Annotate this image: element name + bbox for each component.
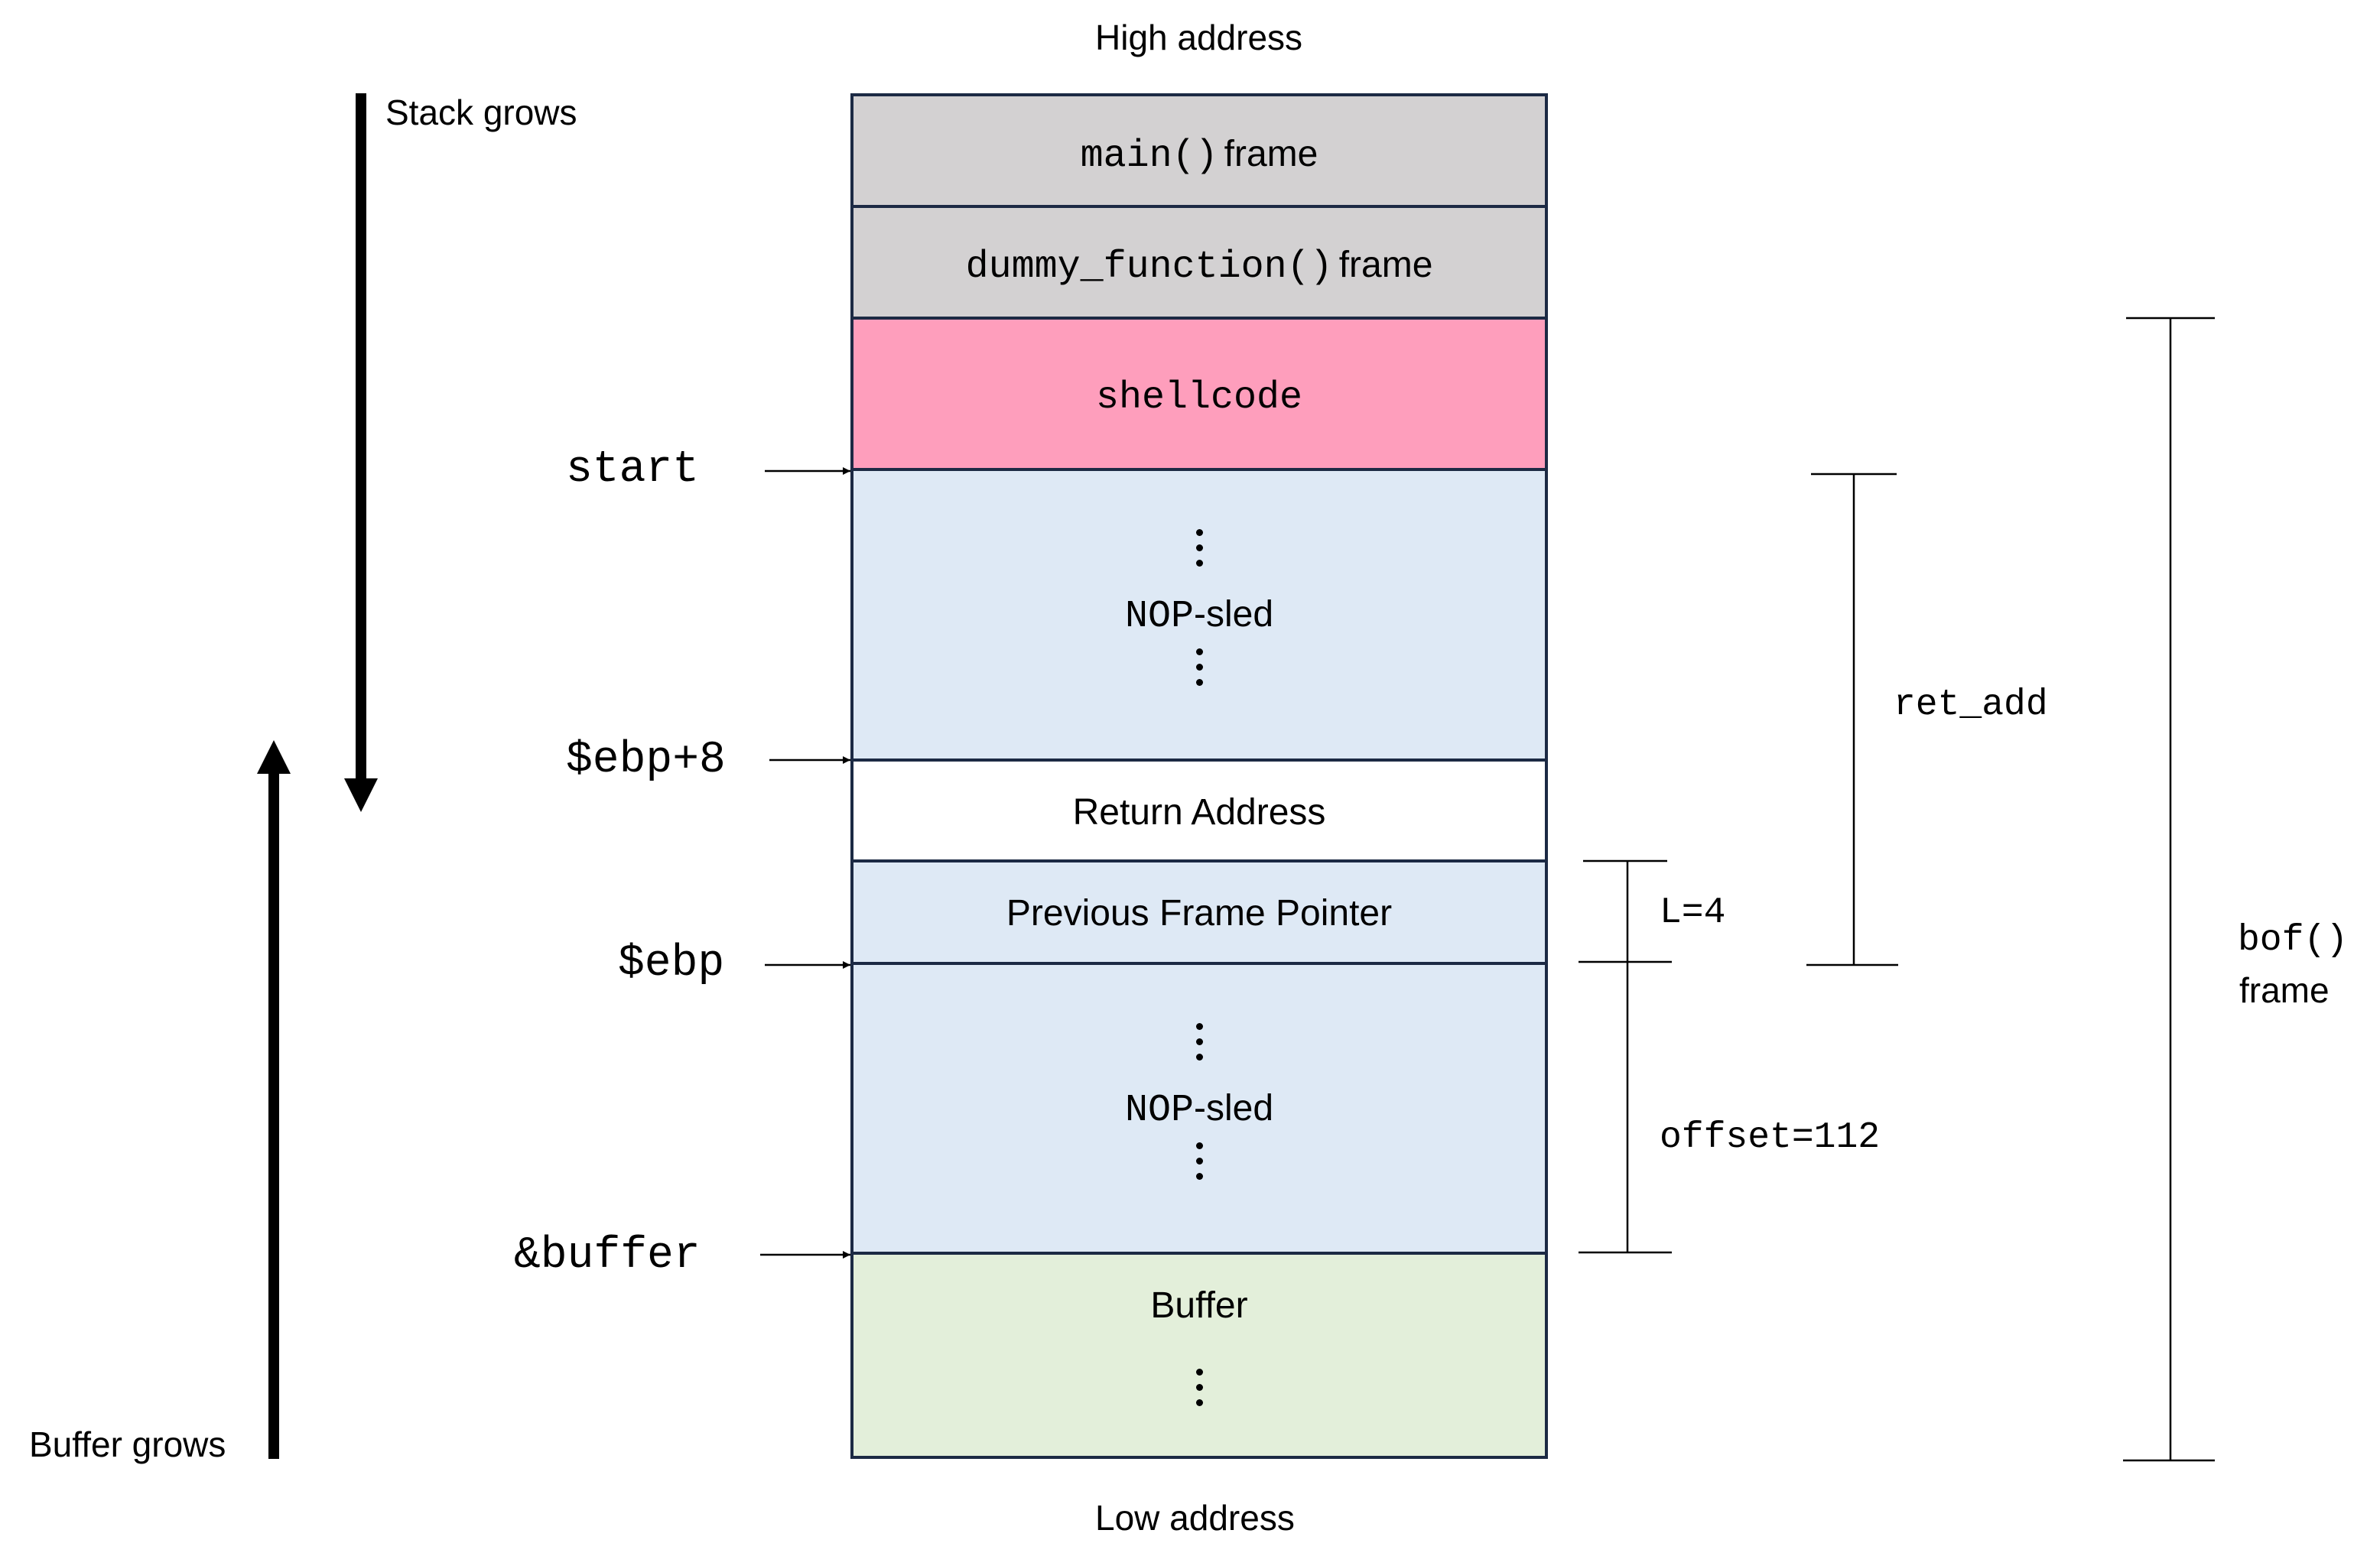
bof-code-label: bof(): [2238, 920, 2349, 961]
block-code-nop-sled-lower: NOP: [1124, 1089, 1194, 1132]
block-label-previous-frame-pointer: Previous Frame Pointer: [853, 895, 1545, 932]
block-nop-sled-lower: NOP-sled: [850, 965, 1548, 1255]
ret-add-bracket: [1806, 473, 1898, 966]
block-label-shellcode: shellcode: [853, 379, 1545, 417]
ellipsis-icon: [1195, 1369, 1204, 1408]
block-text-previous-frame-pointer: Previous Frame Pointer: [1006, 893, 1393, 934]
block-dummy-function-frame: dummy_function() frame: [850, 208, 1548, 320]
block-shellcode: shellcode: [850, 320, 1548, 471]
block-label-nop-sled-lower: NOP-sled: [853, 1090, 1545, 1130]
block-text-nop-sled-lower: -sled: [1193, 1088, 1274, 1129]
l-equals-4-label: L=4: [1660, 892, 1726, 934]
ellipsis-icon: [1195, 648, 1204, 688]
block-code-shellcode: shellcode: [1095, 376, 1303, 420]
stack-grows-label: Stack grows: [385, 93, 577, 132]
low-address-label: Low address: [1095, 1498, 1295, 1538]
block-label-nop-sled-upper: NOP-sled: [853, 596, 1545, 636]
block-label-return-address: Return Address: [853, 794, 1545, 831]
block-main-frame: main() frame: [850, 93, 1548, 208]
block-label-main-frame: main() frame: [853, 136, 1545, 176]
bof-frame-bracket: [2123, 317, 2215, 1462]
ebp-plus-8-pointer-label: $ebp+8: [566, 736, 726, 785]
buffer-pointer-label: &buffer: [514, 1231, 701, 1281]
offset-112-label: offset=112: [1660, 1117, 1881, 1158]
ret-add-label: ret_add: [1894, 684, 2048, 726]
ellipsis-icon: [1195, 1023, 1204, 1063]
block-nop-sled-upper: NOP-sled: [850, 471, 1548, 762]
start-pointer-label: start: [566, 445, 700, 495]
ellipsis-icon: [1195, 1142, 1204, 1182]
stack-grows-arrow: [344, 93, 378, 812]
block-code-nop-sled-upper: NOP: [1124, 595, 1194, 638]
ebp-pointer-label: $ebp: [618, 939, 725, 989]
bof-frame-label: frame: [2239, 970, 2330, 1010]
block-buffer: Buffer: [850, 1255, 1548, 1459]
buffer-grows-label: Buffer grows: [29, 1424, 226, 1464]
block-text-return-address: Return Address: [1072, 792, 1326, 833]
block-text-main-frame: frame: [1224, 134, 1318, 174]
block-previous-frame-pointer: Previous Frame Pointer: [850, 862, 1548, 965]
block-text-dummy-function-frame: frame: [1338, 245, 1433, 285]
block-code-main-frame: main(): [1080, 135, 1218, 178]
buffer-grows-arrow: [257, 740, 291, 1459]
block-code-dummy-function-frame: dummy_function(): [965, 245, 1333, 289]
offset-bracket: [1579, 859, 1672, 1254]
block-label-dummy-function-frame: dummy_function() frame: [853, 247, 1545, 287]
block-text-nop-sled-upper: -sled: [1193, 594, 1274, 635]
block-label-buffer: Buffer: [853, 1288, 1545, 1324]
high-address-label: High address: [1095, 18, 1303, 57]
block-return-address: Return Address: [850, 762, 1548, 862]
block-text-buffer: Buffer: [1150, 1285, 1248, 1326]
ellipsis-icon: [1195, 529, 1204, 569]
